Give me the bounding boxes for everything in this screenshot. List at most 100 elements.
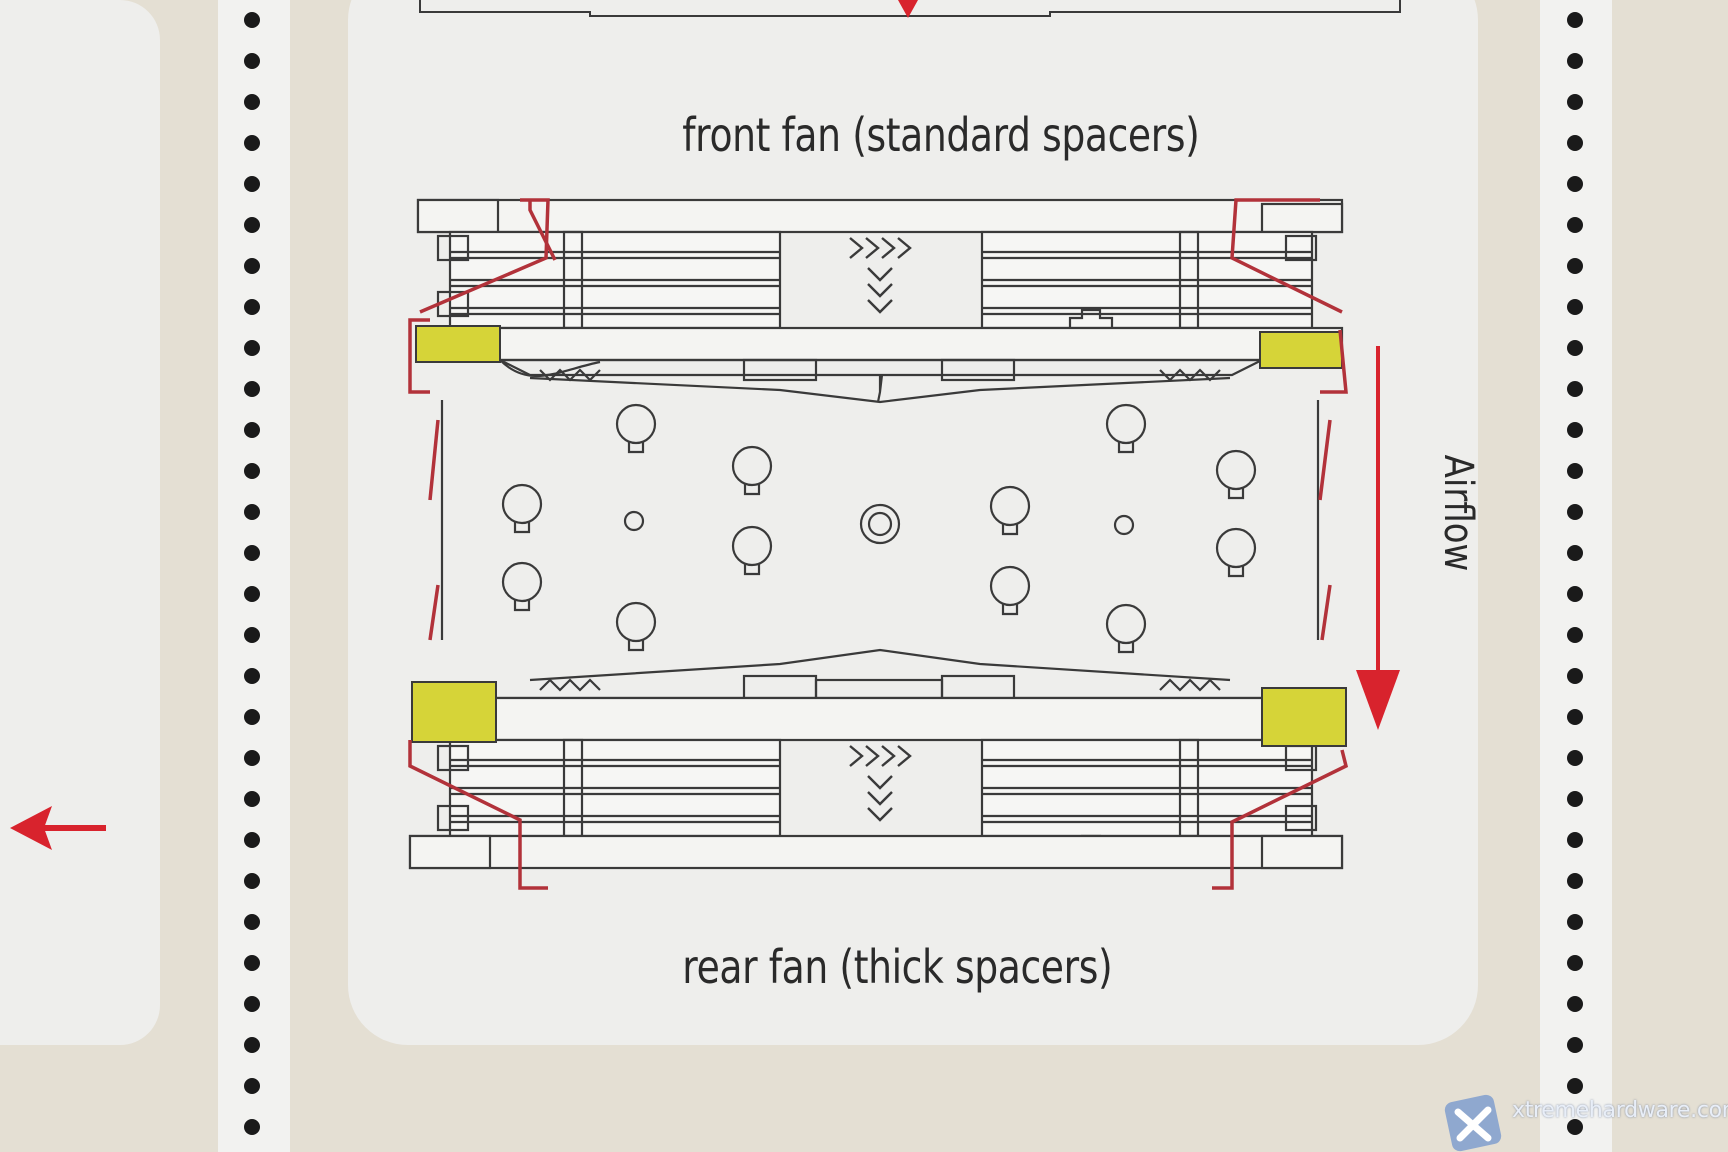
- perforation-dot: [1567, 1078, 1583, 1094]
- perforation-dot: [244, 422, 260, 438]
- perforation-dot: [1567, 12, 1583, 28]
- left-arrow-icon: [10, 806, 106, 850]
- perforation-dot: [1567, 463, 1583, 479]
- perforation-dot: [1567, 914, 1583, 930]
- perforation-dot: [244, 1119, 260, 1135]
- perforation-dot: [244, 750, 260, 766]
- standard-spacer-left: [415, 325, 501, 363]
- heatpipe: [731, 445, 773, 487]
- mounting-hole: [623, 510, 645, 532]
- previous-diagram-fragment: [419, 0, 1401, 18]
- perforation-dot: [244, 914, 260, 930]
- heatpipe: [615, 601, 657, 643]
- perforation-dot: [1567, 340, 1583, 356]
- perforation-dot: [244, 955, 260, 971]
- chevron-down-icon: [867, 775, 893, 822]
- x-logo-icon: [1444, 1094, 1502, 1152]
- perforation-dot: [244, 176, 260, 192]
- front-fan-chevrons: [849, 237, 912, 314]
- perforation-dot: [244, 463, 260, 479]
- perforation-dot: [244, 873, 260, 889]
- perforation-dot: [244, 627, 260, 643]
- perforation-dot: [1567, 996, 1583, 1012]
- perforation-dots-left: [244, 12, 260, 1135]
- perforation-dot: [244, 94, 260, 110]
- perforation-dot: [244, 258, 260, 274]
- heatpipe: [1105, 403, 1147, 445]
- perforation-dot: [1567, 750, 1583, 766]
- heatpipe: [1215, 527, 1257, 569]
- watermark: xtremehardware.com: [1448, 1098, 1728, 1123]
- heatpipe: [989, 565, 1031, 607]
- perforation-dot: [1567, 381, 1583, 397]
- perforation-dot: [244, 832, 260, 848]
- spacers: [411, 325, 1347, 747]
- perforation-dot: [244, 217, 260, 233]
- rear-fan-right-blades: [980, 738, 1314, 838]
- front-fan-left-blades: [448, 230, 782, 330]
- front-fan-caption: front fan (standard spacers): [682, 108, 1200, 162]
- perforation-dot: [1567, 627, 1583, 643]
- perforation-dot: [244, 12, 260, 28]
- left-panel: [0, 0, 160, 1045]
- heatpipe: [501, 561, 543, 603]
- perforation-dot: [244, 340, 260, 356]
- heatpipe: [1215, 449, 1257, 491]
- heatpipe: [989, 485, 1031, 527]
- perforation-dot: [244, 135, 260, 151]
- perforation-strip-left: [218, 0, 290, 1152]
- perforation-dot: [244, 668, 260, 684]
- perforation-dot: [1567, 217, 1583, 233]
- perforation-dot: [244, 586, 260, 602]
- perforation-dots-right: [1567, 12, 1583, 1135]
- perforation-dot: [1567, 668, 1583, 684]
- perforation-dot: [1567, 176, 1583, 192]
- perforation-dot: [1567, 1037, 1583, 1053]
- perforation-strip-right: [1540, 0, 1612, 1152]
- perforation-dot: [1567, 955, 1583, 971]
- perforation-dot: [1567, 258, 1583, 274]
- rear-fan: [408, 696, 1344, 870]
- perforation-dot: [1567, 791, 1583, 807]
- perforation-dot: [1567, 545, 1583, 561]
- chevron-right-icon: [849, 237, 912, 259]
- front-fan: [416, 198, 1344, 362]
- rear-fan-left-blades: [448, 738, 782, 838]
- front-fan-right-blades: [980, 230, 1314, 330]
- chevron-right-icon: [849, 745, 912, 767]
- perforation-dot: [244, 299, 260, 315]
- perforation-dot: [244, 545, 260, 561]
- perforation-dot: [1567, 586, 1583, 602]
- airflow-label: Airflow: [1435, 454, 1481, 572]
- watermark-text: xtremehardware.com: [1512, 1098, 1728, 1123]
- heatpipe: [615, 403, 657, 445]
- thick-spacer-right: [1261, 687, 1347, 747]
- mounting-clips: [408, 198, 1349, 890]
- heatpipe: [1105, 603, 1147, 645]
- perforation-dot: [1567, 1119, 1583, 1135]
- perforation-dot: [244, 996, 260, 1012]
- perforation-dot: [1567, 873, 1583, 889]
- heatpipe: [501, 483, 543, 525]
- mounting-hole: [1113, 514, 1135, 536]
- airflow-arrow-icon: [1356, 346, 1400, 730]
- standard-spacer-right: [1259, 331, 1343, 369]
- perforation-dot: [1567, 422, 1583, 438]
- perforation-dot: [244, 709, 260, 725]
- chevron-down-icon: [867, 267, 893, 314]
- thick-spacer-left: [411, 681, 497, 743]
- rear-fan-chevrons: [849, 745, 912, 822]
- perforation-dot: [1567, 709, 1583, 725]
- perforation-dot: [244, 1037, 260, 1053]
- center-screw: [867, 511, 893, 537]
- cooler-diagram: [408, 198, 1349, 890]
- perforation-dot: [244, 504, 260, 520]
- perforation-dot: [1567, 299, 1583, 315]
- rear-fan-caption: rear fan (thick spacers): [682, 940, 1113, 994]
- heatpipes: [501, 403, 1257, 654]
- perforation-dot: [244, 791, 260, 807]
- perforation-dot: [1567, 94, 1583, 110]
- center-screw: [859, 503, 901, 545]
- perforation-dot: [1567, 504, 1583, 520]
